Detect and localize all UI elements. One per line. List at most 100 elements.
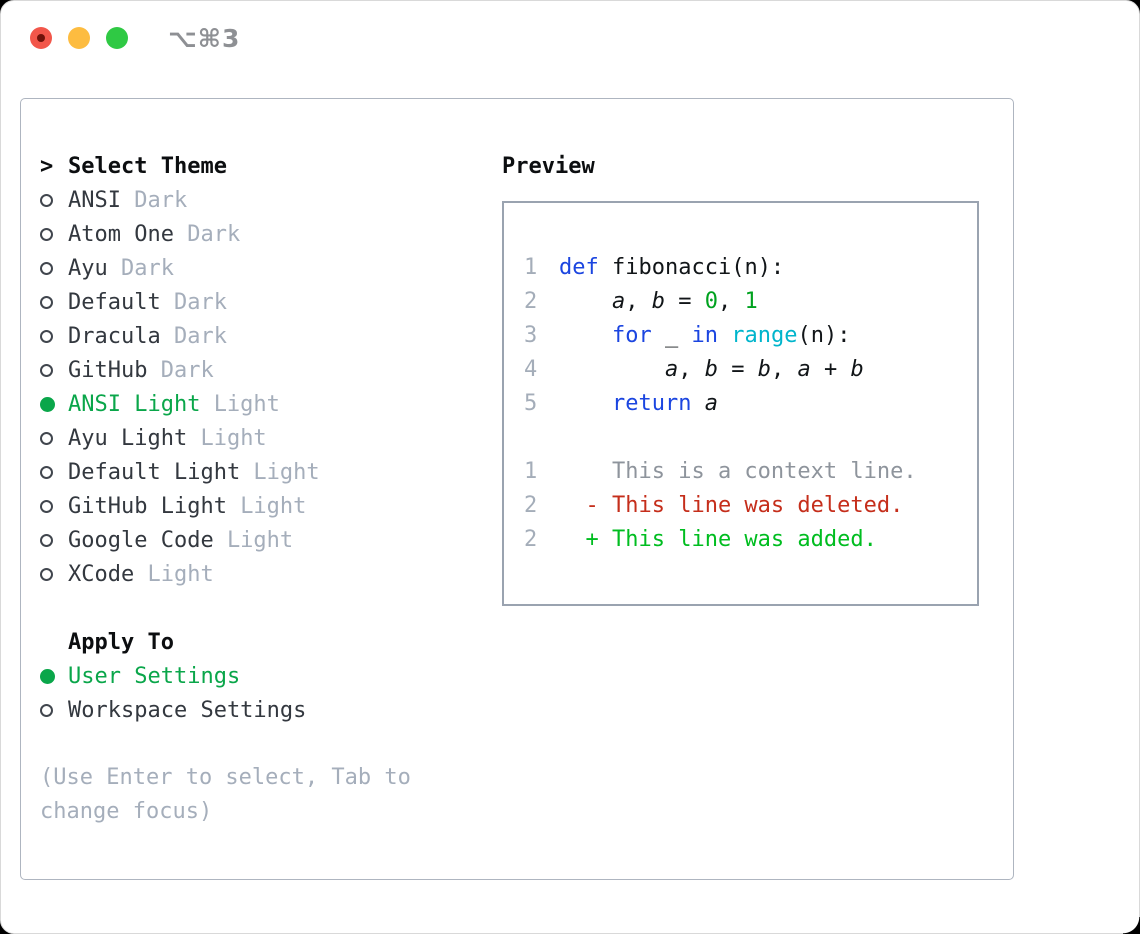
radio-icon	[40, 261, 53, 275]
code-line: 4 a, b = b, a + b	[524, 352, 967, 386]
code-line: 5 return a	[524, 386, 967, 420]
code-token: a	[704, 390, 718, 416]
radio-marker	[40, 533, 68, 547]
radio-icon	[40, 329, 53, 343]
code-token: (n):	[797, 322, 851, 348]
code-token: b	[850, 356, 864, 382]
help-text: (Use Enter to select, Tab to change focu…	[40, 765, 411, 824]
code-token: a	[611, 288, 626, 314]
code-token	[718, 323, 731, 348]
theme-variant: Dark	[187, 221, 241, 247]
code-token: range	[731, 322, 798, 348]
code-token: b	[651, 288, 665, 314]
theme-variant: Dark	[160, 357, 214, 383]
radio-marker	[40, 193, 68, 207]
radio-marker	[40, 567, 68, 581]
line-number: 1	[524, 458, 538, 484]
theme-name: XCode	[68, 561, 135, 587]
theme-option-ansi-light[interactable]: ANSI Light Light	[40, 387, 486, 421]
code-token: fibonacci(n):	[598, 254, 785, 280]
code-line: 1 This is a context line.	[524, 454, 967, 488]
code-line: 2 - This line was deleted.	[524, 488, 967, 522]
radio-icon	[40, 227, 53, 241]
window-title: ⌥⌘3	[168, 23, 241, 53]
radio-icon	[40, 465, 53, 479]
radio-marker	[40, 465, 68, 479]
code-token	[559, 289, 612, 314]
theme-name: Default	[68, 289, 161, 315]
radio-icon	[40, 295, 53, 309]
line-number: 1	[524, 254, 538, 280]
theme-name: Atom One	[68, 221, 174, 247]
theme-option-default-light[interactable]: Default Light Light	[40, 455, 486, 489]
radio-marker	[40, 295, 68, 309]
line-number: 5	[524, 390, 538, 416]
code-token: b	[704, 356, 718, 382]
theme-name: Default Light	[68, 459, 241, 485]
apply-option-label: User Settings	[68, 663, 241, 689]
titlebar: ⌥⌘3	[1, 1, 1139, 75]
code-token: 1	[744, 288, 758, 314]
radio-marker	[40, 227, 68, 241]
code-token: a	[797, 356, 811, 382]
theme-name: Dracula	[68, 323, 161, 349]
code-token: + This line was added.	[559, 526, 877, 552]
theme-option-atom-one[interactable]: Atom One Dark	[40, 217, 486, 251]
code-token: return	[611, 390, 692, 416]
theme-variant: Light	[200, 425, 267, 451]
preview-title: Preview	[502, 153, 595, 179]
code-token: ,	[770, 356, 798, 382]
apply-option-label: Workspace Settings	[68, 697, 307, 723]
theme-list-title: Select Theme	[68, 153, 227, 179]
close-button[interactable]	[30, 27, 52, 49]
code-token: ,	[625, 288, 652, 314]
apply-option-user-settings[interactable]: User Settings	[40, 659, 486, 693]
theme-variant: Light	[253, 459, 320, 485]
radio-marker	[40, 668, 68, 684]
traffic-lights	[30, 27, 128, 49]
theme-name: ANSI	[68, 187, 121, 213]
theme-variant: Dark	[120, 255, 174, 281]
code-token	[559, 391, 612, 416]
theme-variant: Dark	[173, 323, 227, 349]
code-token: - This line was deleted.	[559, 492, 904, 518]
theme-name: ANSI Light	[68, 391, 201, 417]
code-token: =	[664, 288, 705, 314]
spacer	[40, 591, 486, 625]
radio-icon	[40, 193, 53, 207]
zoom-button[interactable]	[106, 27, 128, 49]
theme-option-github[interactable]: GitHub Dark	[40, 353, 486, 387]
code-token: def	[559, 254, 599, 280]
theme-variant: Light	[213, 391, 280, 417]
theme-name: GitHub	[68, 357, 148, 383]
theme-name: GitHub Light	[68, 493, 227, 519]
code-token: for	[611, 322, 652, 348]
code-token: ,	[678, 356, 705, 382]
radio-marker	[40, 703, 68, 717]
theme-option-dracula[interactable]: Dracula Dark	[40, 319, 486, 353]
radio-marker	[40, 499, 68, 513]
minimize-button[interactable]	[68, 27, 90, 49]
radio-icon	[40, 703, 53, 717]
screen-corner	[1123, 917, 1140, 934]
radio-marker	[40, 261, 68, 275]
apply-option-workspace-settings[interactable]: Workspace Settings	[40, 693, 486, 727]
code-token: This is a context line.	[559, 458, 917, 484]
radio-marker	[40, 431, 68, 445]
cursor-marker: >	[40, 154, 68, 179]
radio-marker	[40, 329, 68, 343]
code-line: 2 a, b = 0, 1	[524, 284, 967, 318]
radio-marker	[40, 363, 68, 377]
prompt-icon: >	[40, 153, 54, 179]
